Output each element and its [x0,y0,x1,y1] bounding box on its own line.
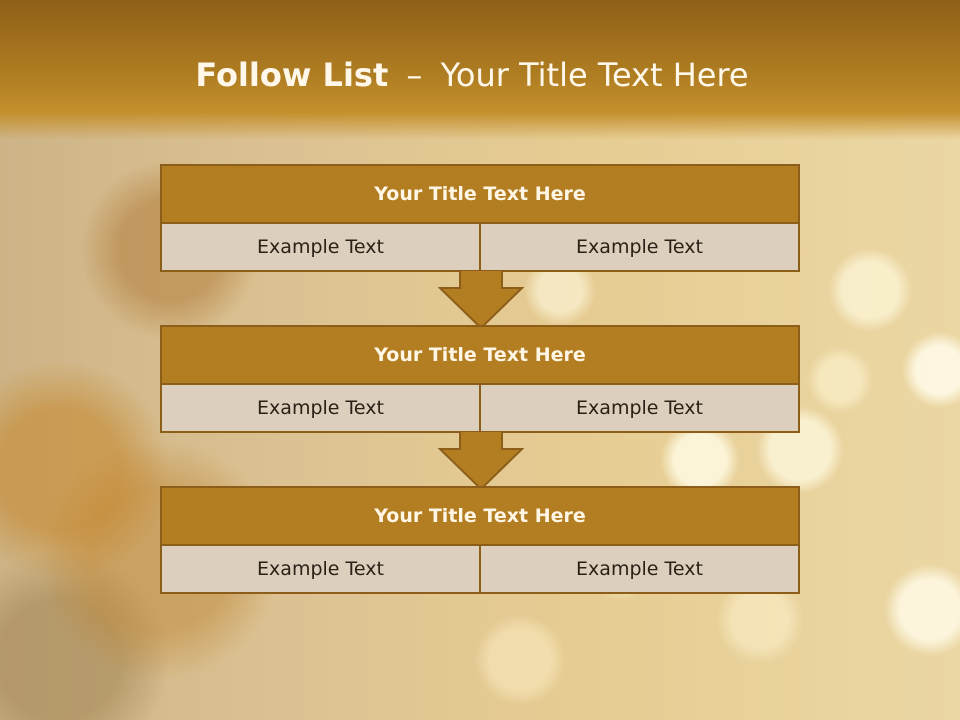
list-box-3: Your Title Text Here Example Text Exampl… [160,486,800,594]
list-box-1: Your Title Text Here Example Text Exampl… [160,164,800,272]
title-rest: Your Title Text Here [440,56,749,94]
box-row: Example Text Example Text [162,385,798,431]
title-separator: – [406,56,423,94]
box-title: Your Title Text Here [162,488,798,546]
box-title: Your Title Text Here [162,166,798,224]
box-row: Example Text Example Text [162,224,798,270]
title-bold: Follow List [195,56,389,94]
down-arrow-icon [438,270,524,330]
box-cell-left: Example Text [162,224,479,270]
box-cell-right: Example Text [479,224,798,270]
slide-title: Follow List – Your Title Text Here [0,56,944,94]
box-title: Your Title Text Here [162,327,798,385]
box-row: Example Text Example Text [162,546,798,592]
list-box-2: Your Title Text Here Example Text Exampl… [160,325,800,433]
header-band [0,0,960,140]
box-cell-left: Example Text [162,385,479,431]
down-arrow-icon [438,431,524,491]
box-cell-left: Example Text [162,546,479,592]
box-cell-right: Example Text [479,546,798,592]
box-cell-right: Example Text [479,385,798,431]
